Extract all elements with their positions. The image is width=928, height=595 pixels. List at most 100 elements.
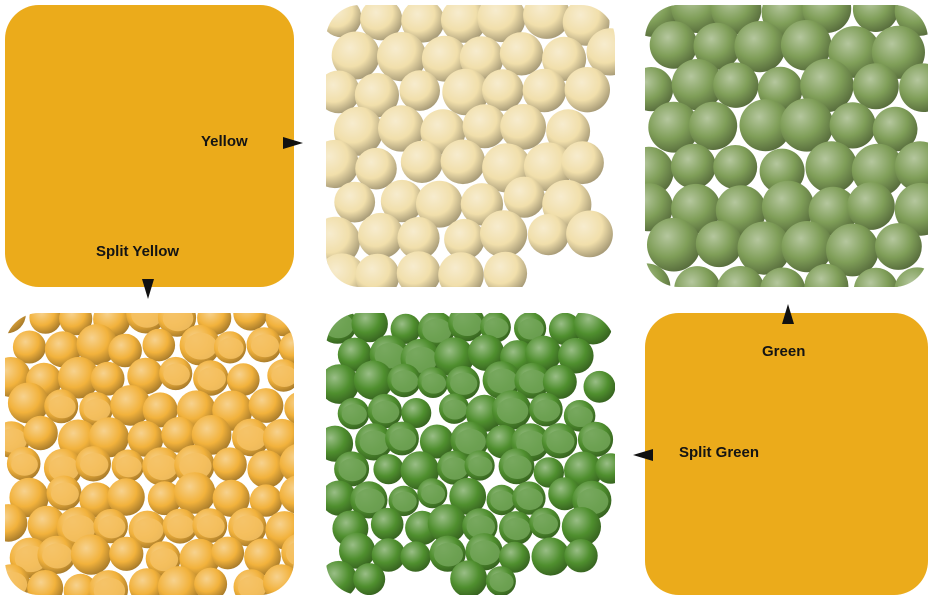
- pea: [564, 539, 598, 573]
- pea: [147, 481, 182, 516]
- pea: [326, 216, 360, 266]
- pea: [573, 313, 613, 345]
- pea: [396, 251, 441, 287]
- split-pea-face: [421, 373, 447, 394]
- pea: [278, 331, 294, 365]
- split-pea-face: [567, 406, 593, 427]
- pea: [110, 385, 151, 426]
- pea: [853, 267, 898, 287]
- split-pea-face: [271, 365, 294, 387]
- split-pea-face: [516, 488, 544, 510]
- pea: [279, 475, 294, 514]
- pea: [90, 361, 125, 396]
- pea: [390, 313, 421, 344]
- photo-yellow-peas: [326, 5, 615, 287]
- pea: [467, 334, 505, 371]
- pea: [378, 105, 425, 152]
- pea: [522, 68, 567, 113]
- split-pea-face: [115, 455, 142, 478]
- pea: [713, 62, 759, 108]
- split-pea-face: [11, 453, 38, 476]
- pea: [894, 141, 928, 192]
- split-pea-face: [466, 515, 495, 539]
- pea: [804, 263, 849, 287]
- split-pea-face: [490, 490, 515, 511]
- split-pea-face: [374, 342, 406, 369]
- pea: [326, 560, 358, 595]
- pea: [157, 566, 200, 595]
- pea: [482, 69, 524, 111]
- split-pea-face: [355, 488, 385, 514]
- pea: [262, 418, 294, 457]
- pea: [377, 31, 427, 82]
- pea: [689, 101, 738, 150]
- arrow-left-icon: [633, 449, 653, 461]
- pea: [326, 70, 360, 114]
- pea: [805, 141, 858, 194]
- pea: [373, 454, 404, 485]
- pea: [142, 392, 178, 428]
- pea: [781, 221, 833, 273]
- split-pea-face: [483, 317, 509, 339]
- split-pea-face: [83, 398, 111, 421]
- split-pea-face: [163, 363, 190, 386]
- pea: [449, 477, 487, 515]
- split-pea-face: [441, 457, 469, 480]
- pea: [263, 564, 294, 595]
- split-pea-face: [442, 399, 468, 420]
- split-pea-face: [147, 454, 178, 481]
- pea: [503, 176, 545, 218]
- split-pea-face: [582, 428, 611, 452]
- pea: [247, 450, 286, 488]
- split-pea-face: [97, 515, 126, 539]
- pea: [79, 482, 115, 518]
- arrow-right-icon: [283, 137, 303, 149]
- split-pea-face: [487, 368, 518, 394]
- pea: [27, 505, 67, 545]
- pea: [441, 5, 487, 43]
- pea: [649, 21, 698, 69]
- pea: [284, 392, 294, 424]
- pea: [371, 538, 406, 572]
- green-peas-image: [645, 5, 928, 287]
- pea: [5, 313, 26, 334]
- pea: [427, 504, 467, 543]
- split-pea-face: [286, 542, 294, 565]
- pea: [211, 536, 245, 570]
- pea: [542, 364, 577, 399]
- pea: [548, 313, 582, 346]
- pea: [233, 313, 268, 331]
- pea: [331, 31, 380, 80]
- pea: [358, 212, 404, 259]
- pea: [586, 28, 615, 76]
- arrow-up-icon: [782, 304, 794, 324]
- pea: [595, 453, 615, 484]
- split-pea-face: [496, 397, 529, 424]
- pea: [108, 333, 142, 368]
- pea: [9, 477, 49, 518]
- split-pea-face: [5, 571, 28, 595]
- pea: [780, 98, 834, 152]
- pea: [499, 32, 544, 76]
- pea: [561, 141, 604, 185]
- pea: [894, 267, 928, 287]
- split-pea-face: [162, 313, 194, 332]
- pea: [360, 5, 403, 41]
- label-yellow: Yellow: [201, 133, 248, 150]
- pea: [442, 68, 489, 116]
- pea: [380, 179, 424, 223]
- split-pea-face: [238, 576, 267, 595]
- split-pea-face: [533, 399, 561, 422]
- photo-green-peas: [645, 5, 928, 287]
- pea: [527, 214, 569, 256]
- pea: [780, 20, 832, 71]
- split-pea-face: [326, 313, 354, 339]
- split-pea-face: [167, 515, 195, 539]
- split-pea-face: [422, 318, 452, 343]
- pea: [399, 70, 440, 111]
- pea: [542, 36, 587, 81]
- split-pea-face: [48, 456, 80, 482]
- pea: [523, 142, 573, 192]
- pea: [695, 220, 743, 268]
- pea: [76, 324, 118, 365]
